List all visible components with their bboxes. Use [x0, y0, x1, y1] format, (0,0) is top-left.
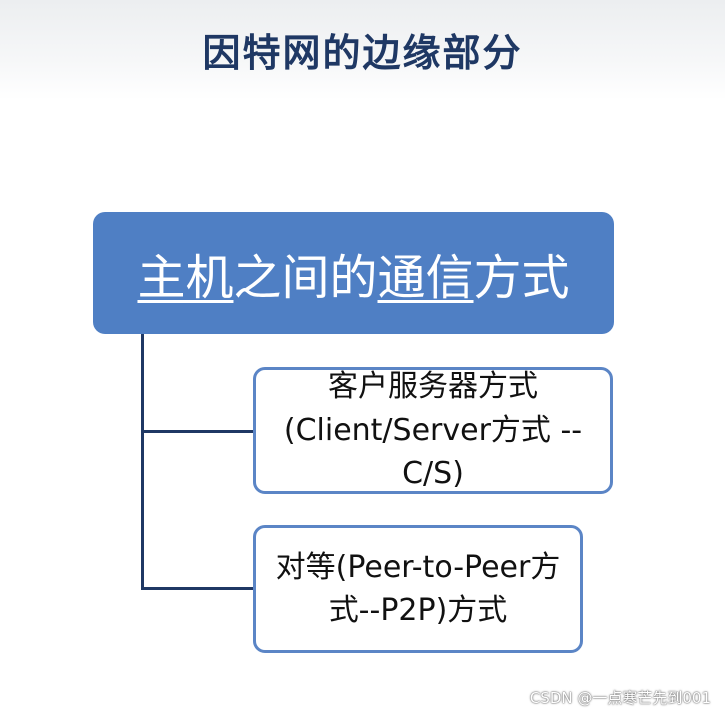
node-p2p: 对等(Peer-to-Peer方 式--P2P)方式: [253, 525, 583, 653]
root-text-between: 之间的: [233, 250, 378, 306]
node-p2p-line1: 对等(Peer-to-Peer方: [275, 549, 561, 585]
watermark: CSDN @一点寒芒先到001: [529, 689, 711, 707]
node-client-server-line1: 客户服务器方式: [328, 369, 538, 405]
slide-title: 因特网的边缘部分: [202, 30, 523, 75]
connector-branch-client-server: [141, 430, 255, 433]
node-client-server-line2: (Client/Server方式 --C/S): [283, 412, 583, 492]
connector-branch-p2p: [141, 587, 255, 590]
title-band: [0, 0, 725, 100]
node-p2p-line2: 式--P2P)方式: [328, 593, 508, 628]
root-text-communication: 通信: [377, 250, 474, 306]
root-text-methods: 方式: [473, 250, 570, 306]
node-client-server: 客户服务器方式 (Client/Server方式 --C/S): [253, 367, 613, 494]
root-node: 主机之间的通信方式: [93, 212, 614, 334]
root-text-hosts: 主机: [137, 250, 234, 306]
connector-vertical: [141, 334, 144, 589]
